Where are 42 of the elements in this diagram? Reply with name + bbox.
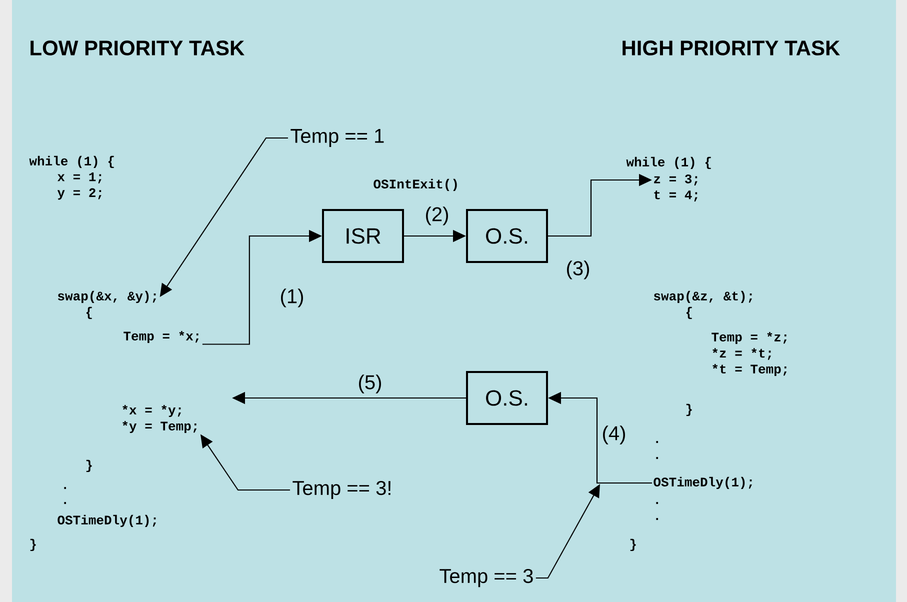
- edge-label: (3): [564, 260, 592, 280]
- callout-text: Temp == 3!: [292, 480, 390, 500]
- edge-label: (2): [424, 206, 450, 226]
- code-line: *t = Temp;: [712, 364, 787, 376]
- code-line: }: [686, 404, 692, 416]
- code-line: .: [64, 502, 66, 504]
- code-line: z = 3;: [654, 174, 698, 186]
- callout-text: Temp == 3: [440, 568, 533, 588]
- code-line: }: [86, 460, 92, 472]
- code-line: swap(&z, &t);: [654, 290, 752, 304]
- code-line: .: [656, 518, 658, 520]
- code-line: .: [656, 457, 658, 459]
- code-line: Temp = *z;: [712, 332, 787, 344]
- code-line: x = 1;: [58, 172, 102, 184]
- heading: LOW PRIORITY TASK: [30, 40, 244, 56]
- edge-label: (5): [356, 374, 384, 394]
- code-line: .: [656, 502, 658, 504]
- heading: HIGH PRIORITY TASK: [622, 40, 840, 56]
- code-line: t = 4;: [654, 190, 698, 202]
- code-line: while (1) {: [626, 156, 711, 170]
- process-box: O.S.: [466, 209, 548, 263]
- code-line: }: [30, 538, 36, 552]
- code-line: Temp = *x;: [124, 330, 199, 344]
- code-line: while (1) {: [29, 156, 114, 168]
- code-line: }: [630, 538, 636, 552]
- edge-label: (1): [278, 288, 306, 308]
- code-line: .: [64, 487, 66, 489]
- process-box: O.S.: [466, 371, 548, 425]
- edge-label: (4): [600, 424, 628, 446]
- code-line: .: [656, 441, 658, 443]
- callout-text: Temp == 1: [290, 129, 384, 147]
- code-line: swap(&x, &y);: [58, 290, 156, 304]
- process-box: ISR: [322, 209, 404, 263]
- code-line: {: [686, 306, 692, 320]
- code-line: *y = Temp;: [122, 420, 197, 434]
- code-line: OSTimeDly(1);: [654, 476, 752, 490]
- code-line: OSTimeDly(1);: [58, 514, 156, 528]
- code-line: *z = *t;: [712, 348, 771, 360]
- code-line: OSIntExit(): [374, 178, 457, 192]
- code-line: y = 2;: [57, 188, 102, 200]
- code-line: {: [86, 306, 92, 320]
- code-line: *x = *y;: [122, 404, 181, 418]
